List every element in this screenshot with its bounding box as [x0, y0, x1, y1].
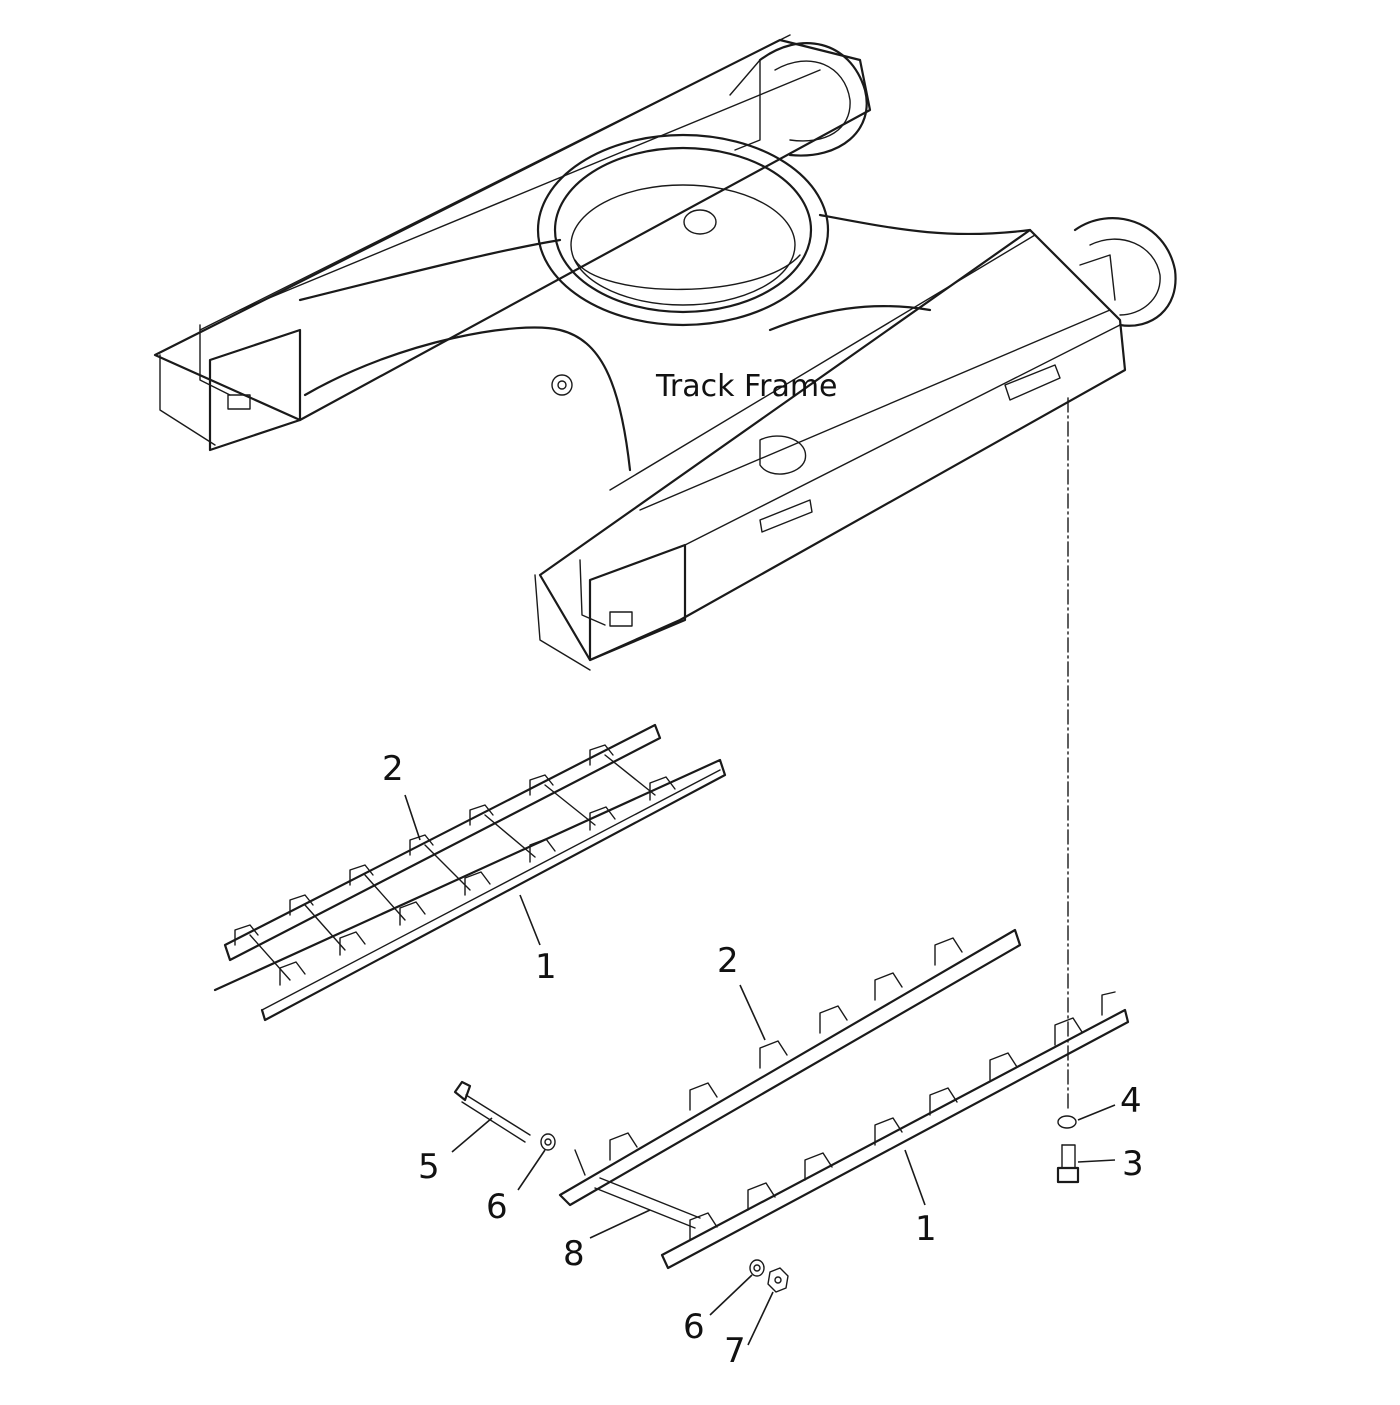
washer-4 — [1057, 1115, 1077, 1129]
washer-lower — [749, 1259, 765, 1277]
callout-3: 3 — [1122, 1144, 1144, 1184]
washer-upper — [540, 1133, 556, 1151]
bolt-3 — [1056, 1144, 1080, 1184]
callout-6-upper: 6 — [486, 1187, 508, 1227]
track-frame — [153, 34, 1177, 671]
callout-7: 7 — [724, 1331, 746, 1371]
track-guard-assembly-upper — [213, 723, 727, 1022]
callout-4: 4 — [1120, 1081, 1142, 1121]
callout-1-upper: 1 — [535, 947, 557, 987]
page-title: Track Frame — [655, 369, 838, 404]
callout-5: 5 — [418, 1147, 440, 1187]
long-bolt — [453, 1080, 531, 1143]
leader-lines — [404, 794, 1116, 1346]
callout-6-lower: 6 — [683, 1307, 705, 1347]
nut — [767, 1267, 789, 1293]
callout-1-lower: 1 — [915, 1209, 937, 1249]
callout-8: 8 — [563, 1234, 585, 1274]
track-guard-assembly-lower — [558, 928, 1130, 1270]
callout-2-lower: 2 — [717, 941, 739, 981]
callout-2-upper: 2 — [382, 749, 404, 789]
